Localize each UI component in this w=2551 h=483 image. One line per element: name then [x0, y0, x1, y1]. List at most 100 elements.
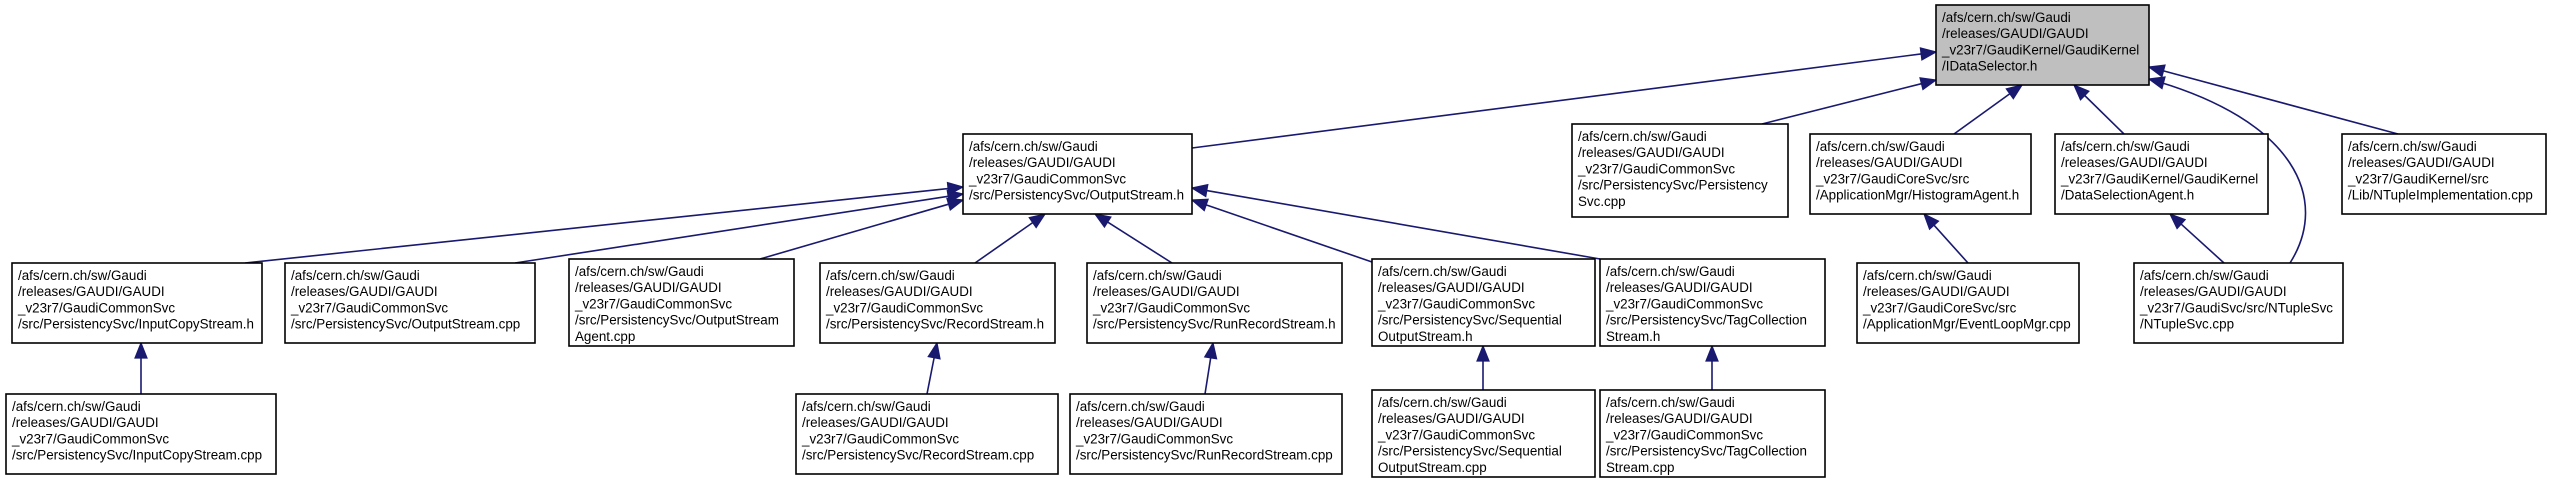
node-label-line: /releases/GAUDI/GAUDI [291, 284, 438, 299]
node-label-line: /releases/GAUDI/GAUDI [12, 415, 159, 430]
node-outputstreamagent-cpp[interactable]: /afs/cern.ch/sw/Gaudi/releases/GAUDI/GAU… [568, 258, 795, 347]
node-label-line: /afs/cern.ch/sw/Gaudi [1863, 268, 1992, 283]
edge-tagcollstream_cpp-to-tagcollstream_h [1705, 344, 1719, 390]
node-outputstream-h[interactable]: /afs/cern.ch/sw/Gaudi/releases/GAUDI/GAU… [962, 133, 1193, 215]
arrow-head [134, 341, 148, 359]
node-dataselectionagent-h[interactable]: /afs/cern.ch/sw/Gaudi/releases/GAUDI/GAU… [2054, 133, 2269, 215]
node-label-line: /afs/cern.ch/sw/Gaudi [1378, 264, 1507, 279]
node-seqoutputstream-h[interactable]: /afs/cern.ch/sw/Gaudi/releases/GAUDI/GAU… [1371, 258, 1596, 347]
edge-inputcopystream_cpp-to-inputcopystream_h [134, 341, 148, 394]
node-idataselector[interactable]: /afs/cern.ch/sw/Gaudi/releases/GAUDI/GAU… [1935, 4, 2150, 86]
node-box [1371, 389, 1596, 478]
node-tagcollstream-h[interactable]: /afs/cern.ch/sw/Gaudi/releases/GAUDI/GAU… [1599, 258, 1826, 347]
node-label-line: /releases/GAUDI/GAUDI [18, 284, 165, 299]
arrow-head [1705, 344, 1719, 362]
node-label-line: /releases/GAUDI/GAUDI [1942, 26, 2089, 41]
edge-histogramagent_h-to-idataselector [1953, 84, 2024, 135]
node-label-line: OutputStream.h [1378, 329, 1473, 344]
node-label-line: /releases/GAUDI/GAUDI [826, 284, 973, 299]
edge-recordstream_h-to-outputstream_h [974, 213, 1047, 264]
node-label-line: Stream.cpp [1606, 460, 1674, 475]
node-label-line: /src/PersistencySvc/InputCopyStream.h [18, 317, 254, 332]
node-label-line: _v23r7/GaudiCommonSvc [574, 296, 732, 311]
edge-outputstreamagent_cpp-to-outputstream_h [759, 197, 965, 260]
node-label-line: /afs/cern.ch/sw/Gaudi [291, 268, 420, 283]
node-label-line: /releases/GAUDI/GAUDI [802, 415, 949, 430]
node-label-line: /IDataSelector.h [1942, 59, 2037, 74]
edge-line [514, 195, 949, 264]
edge-runrecordstream_cpp-to-runrecordstream_h [1203, 341, 1218, 395]
node-label-line: /releases/GAUDI/GAUDI [1816, 155, 1963, 170]
node-persistencysvc-cpp[interactable]: /afs/cern.ch/sw/Gaudi/releases/GAUDI/GAU… [1571, 123, 1789, 218]
node-box [1599, 389, 1826, 478]
node-outputstream-cpp[interactable]: /afs/cern.ch/sw/Gaudi/releases/GAUDI/GAU… [284, 262, 536, 344]
node-box [1571, 123, 1789, 218]
node-box [1809, 133, 2032, 215]
node-label-line: /afs/cern.ch/sw/Gaudi [12, 399, 141, 414]
node-label-line: _v23r7/GaudiCommonSvc [1605, 296, 1763, 311]
node-label-line: /afs/cern.ch/sw/Gaudi [1076, 399, 1205, 414]
node-label-line: _v23r7/GaudiCommonSvc [1075, 431, 1233, 446]
node-label-line: /src/PersistencySvc/Persistency [1578, 178, 1768, 193]
node-seqoutputstream-cpp[interactable]: /afs/cern.ch/sw/Gaudi/releases/GAUDI/GAU… [1371, 389, 1596, 478]
node-label-line: /DataSelectionAgent.h [2061, 188, 2194, 203]
edge-line [1107, 221, 1173, 264]
node-ntupleimpl-cpp[interactable]: /afs/cern.ch/sw/Gaudi/releases/GAUDI/GAU… [2341, 133, 2547, 215]
node-box [284, 262, 536, 344]
node-label-line: /releases/GAUDI/GAUDI [1606, 411, 1753, 426]
node-label-line: _v23r7/GaudiCommonSvc [801, 431, 959, 446]
node-label-line: Agent.cpp [575, 329, 635, 344]
node-label-line: /afs/cern.ch/sw/Gaudi [1093, 268, 1222, 283]
edge-inputcopystream_h-to-outputstream_h [244, 181, 965, 264]
node-label-line: /afs/cern.ch/sw/Gaudi [802, 399, 931, 414]
edge-line [974, 221, 1034, 264]
node-box [1086, 262, 1343, 344]
edge-line [1204, 357, 1212, 395]
node-recordstream-cpp[interactable]: /afs/cern.ch/sw/Gaudi/releases/GAUDI/GAU… [795, 393, 1059, 475]
edge-outputstream_h-to-idataselector [1191, 47, 1938, 149]
node-label-line: _v23r7/GaudiCommonSvc [1377, 427, 1535, 442]
node-label-line: /afs/cern.ch/sw/Gaudi [1378, 395, 1507, 410]
node-label-line: /afs/cern.ch/sw/Gaudi [969, 139, 1098, 154]
edge-line [2084, 94, 2125, 135]
edge-line [1953, 93, 2011, 135]
edge-line [1205, 204, 1373, 263]
node-label-line: /ApplicationMgr/EventLoopMgr.cpp [1863, 317, 2071, 332]
node-label-line: /src/PersistencySvc/RecordStream.cpp [802, 448, 1034, 463]
node-label-line: /afs/cern.ch/sw/Gaudi [1816, 139, 1945, 154]
edge-recordstream_cpp-to-recordstream_h [926, 341, 941, 395]
node-label-line: /afs/cern.ch/sw/Gaudi [2348, 139, 2477, 154]
node-label-line: /src/PersistencySvc/OutputStream.cpp [291, 317, 520, 332]
node-label-line: /releases/GAUDI/GAUDI [2348, 155, 2495, 170]
node-runrecordstream-h[interactable]: /afs/cern.ch/sw/Gaudi/releases/GAUDI/GAU… [1086, 262, 1343, 344]
node-runrecordstream-cpp[interactable]: /afs/cern.ch/sw/Gaudi/releases/GAUDI/GAU… [1069, 393, 1343, 475]
node-inputcopystream-h[interactable]: /afs/cern.ch/sw/Gaudi/releases/GAUDI/GAU… [11, 262, 263, 344]
node-box [819, 262, 1056, 344]
node-label-line: /releases/GAUDI/GAUDI [1606, 280, 1753, 295]
node-histogramagent-h[interactable]: /afs/cern.ch/sw/Gaudi/releases/GAUDI/GAU… [1809, 133, 2032, 215]
node-label-line: /releases/GAUDI/GAUDI [1378, 411, 1525, 426]
node-label-line: /releases/GAUDI/GAUDI [2140, 284, 2287, 299]
edge-line [1761, 82, 1922, 125]
node-label-line: /src/PersistencySvc/RunRecordStream.cpp [1076, 448, 1333, 463]
node-label-line: /src/PersistencySvc/OutputStream [575, 313, 779, 328]
node-label-line: /releases/GAUDI/GAUDI [1863, 284, 2010, 299]
node-ntuplesvc-cpp[interactable]: /afs/cern.ch/sw/Gaudi/releases/GAUDI/GAU… [2133, 262, 2344, 344]
edge-eventloopmgr_cpp-to-histogramagent_h [1922, 212, 1969, 264]
node-label-line: /src/PersistencySvc/TagCollection [1606, 444, 1807, 459]
node-label-line: /afs/cern.ch/sw/Gaudi [575, 264, 704, 279]
node-label-line: /releases/GAUDI/GAUDI [575, 280, 722, 295]
edge-line [2148, 78, 2307, 264]
node-inputcopystream-cpp[interactable]: /afs/cern.ch/sw/Gaudi/releases/GAUDI/GAU… [5, 393, 277, 475]
node-recordstream-h[interactable]: /afs/cern.ch/sw/Gaudi/releases/GAUDI/GAU… [819, 262, 1056, 344]
node-label-line: /releases/GAUDI/GAUDI [1378, 280, 1525, 295]
node-label-line: _v23r7/GaudiCoreSvc/src [1815, 171, 1970, 186]
node-label-line: _v23r7/GaudiCommonSvc [290, 300, 448, 315]
node-label-line: /src/PersistencySvc/RunRecordStream.h [1093, 317, 1336, 332]
node-tagcollstream-cpp[interactable]: /afs/cern.ch/sw/Gaudi/releases/GAUDI/GAU… [1599, 389, 1826, 478]
edge-persistencysvc_cpp-to-idataselector [1761, 77, 1938, 125]
arrow-head [1203, 341, 1218, 360]
node-label-line: _v23r7/GaudiCoreSvc/src [1862, 300, 2017, 315]
node-eventloopmgr-cpp[interactable]: /afs/cern.ch/sw/Gaudi/releases/GAUDI/GAU… [1856, 262, 2080, 344]
